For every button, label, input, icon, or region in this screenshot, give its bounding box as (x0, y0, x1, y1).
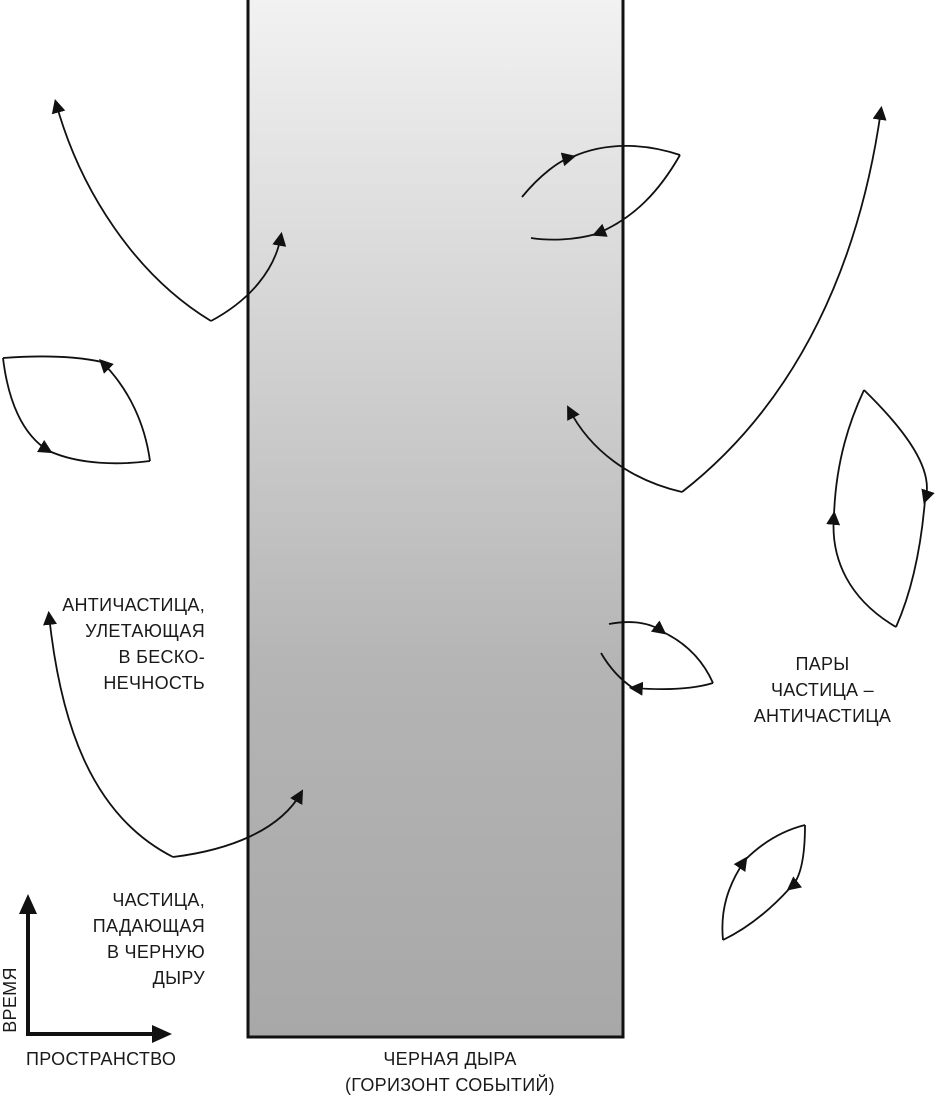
infalling-particle-path (172, 789, 304, 858)
infalling-particle-path-top (210, 231, 287, 322)
escaping-antiparticle-path-right (681, 105, 887, 493)
pair-loop-left-outer (99, 359, 151, 462)
pair-loop-left-inner (2, 357, 53, 454)
pair-top-right-upper (521, 152, 577, 198)
pair-loop-left-outer-tail (2, 355, 103, 363)
pair-top-right-upper-tail (571, 144, 681, 158)
pair-mid-right-upper-tail (662, 631, 714, 684)
pair-loop-right-right-tail (895, 499, 926, 628)
escaping-antiparticle-path-top (51, 98, 212, 322)
space-axis-arrowhead (152, 1025, 172, 1043)
pairs-label: ПАРЫ ЧАСТИЦА – АНТИЧАСТИЦА (753, 654, 892, 726)
particle-label: ЧАСТИЦА, ПАДАЮЩАЯ В ЧЕРНУЮ ДЫРУ (92, 890, 205, 988)
pair-loop-bottom-left (721, 856, 748, 941)
axes (26, 910, 155, 1036)
pair-loop-right-left-tail (833, 389, 865, 516)
pair-mid-right-lower-tail (600, 652, 634, 689)
space-axis-label: ПРОСТРАНСТВО (26, 1049, 177, 1069)
pair-loop-right-left (826, 510, 897, 628)
time-axis-label: ВРЕМЯ (0, 967, 20, 1033)
pair-loop-left-inner-tail (48, 450, 151, 465)
black-hole-region (246, 0, 625, 1039)
pair-loop-bottom-right-tail (722, 887, 791, 941)
infalling-particle-path-right (567, 405, 683, 493)
pair-loop-right-right (863, 389, 935, 504)
black-hole-label: ЧЕРНАЯ ДЫРА (ГОРИЗОНТ СОБЫТИЙ) (345, 1049, 555, 1095)
antiparticle-label: АНТИЧАСТИЦА, УЛЕТАЮЩАЯ В БЕСКО- НЕЧНОСТЬ (62, 595, 205, 693)
pair-mid-right-lower (628, 681, 714, 696)
time-axis-arrowhead (19, 894, 37, 914)
pair-loop-bottom-right (786, 824, 806, 891)
pair-top-right-lower-tail (530, 233, 597, 241)
escaping-antiparticle-path (43, 610, 174, 858)
pair-mid-right-upper (608, 620, 667, 635)
pair-loop-bottom-left-tail (744, 824, 806, 861)
pair-top-right-lower (592, 154, 681, 237)
